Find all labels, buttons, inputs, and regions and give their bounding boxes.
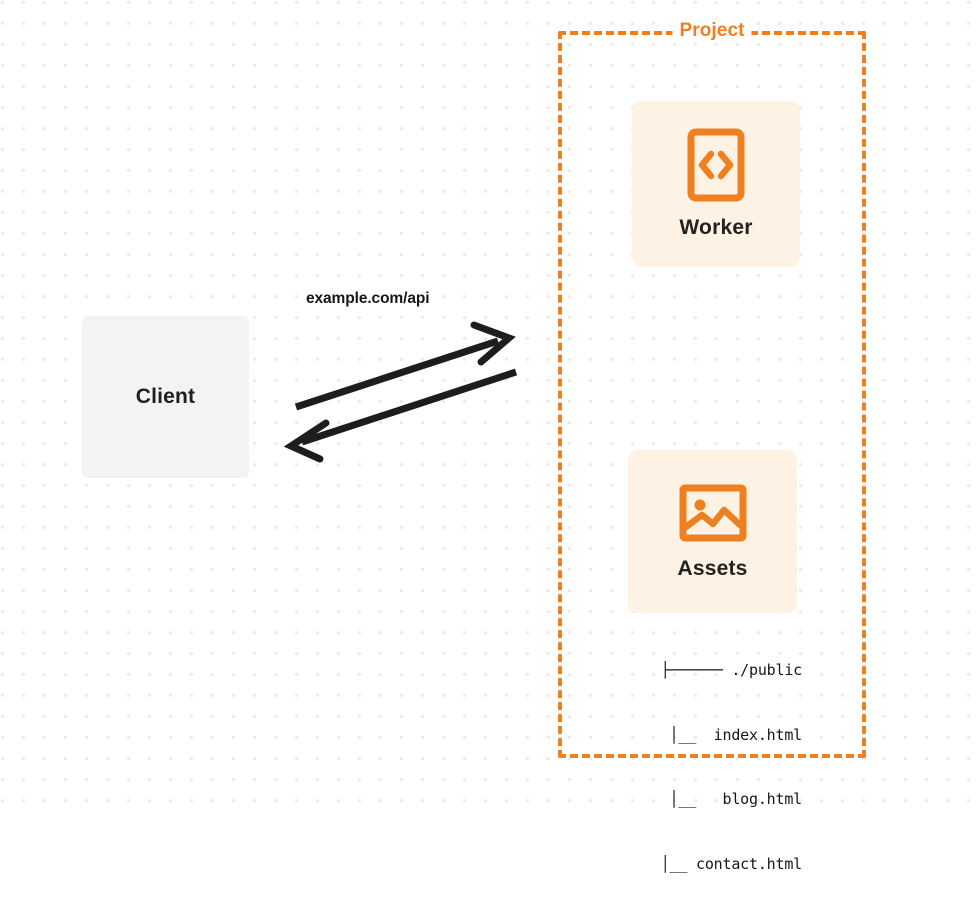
image-icon xyxy=(679,483,747,543)
assets-file-tree: ├────── ./public │__ index.html │__ blog… xyxy=(604,617,803,918)
client-node[interactable]: Client xyxy=(82,316,249,478)
request-arrow-icon xyxy=(294,321,516,411)
file-tree-row: │__ contact.html xyxy=(616,854,803,873)
diagram-canvas: Client example.com/api Project Worker xyxy=(0,0,980,873)
assets-label: Assets xyxy=(677,556,748,580)
assets-card[interactable]: Assets xyxy=(628,450,797,613)
file-tree-row: │__ blog.html xyxy=(625,790,803,808)
project-title: Project xyxy=(672,20,752,42)
file-tree-row: │__ index.html xyxy=(625,725,803,744)
file-tree-row: ├────── ./public xyxy=(660,661,802,679)
client-label: Client xyxy=(135,385,196,408)
worker-card[interactable]: Worker xyxy=(632,101,800,267)
connection-label: example.com/api xyxy=(306,290,430,307)
worker-label: Worker xyxy=(679,216,753,239)
code-brackets-icon xyxy=(687,128,745,202)
response-arrow-icon xyxy=(283,368,518,463)
project-container: Project xyxy=(558,20,866,758)
